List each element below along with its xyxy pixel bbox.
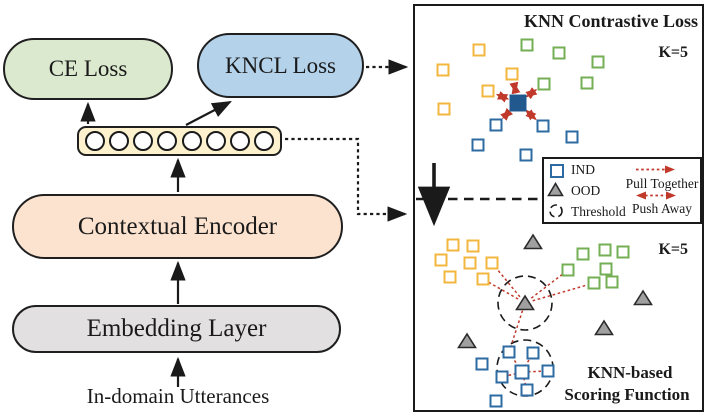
knn-based-title: KNN-based — [587, 363, 673, 382]
input-utterances-label: In-domain Utterances — [86, 384, 270, 408]
contextual-encoder-node: Contextual Encoder — [12, 194, 343, 259]
legend-box — [542, 157, 702, 224]
vector-unit-circle — [205, 131, 226, 151]
ind-label: IND — [571, 162, 595, 177]
ood-triangle-icon — [547, 182, 564, 197]
ce-loss-node: CE Loss — [3, 38, 173, 100]
ce-loss-label: CE Loss — [48, 56, 128, 81]
embedding-layer-node: Embedding Layer — [12, 305, 341, 353]
vector-unit-circle — [181, 131, 202, 151]
vector-unit-circle — [157, 131, 178, 151]
kncl-loss-node: KNCL Loss — [197, 33, 364, 98]
k-value-bottom: K=5 — [658, 241, 688, 258]
kncl-loss-label: KNCL Loss — [225, 52, 336, 78]
vector-unit-circle — [133, 131, 154, 151]
pull-together-label: Pull Together — [625, 176, 699, 191]
push-away-arrow-icon — [636, 191, 676, 200]
vector-unit-circle — [229, 131, 250, 151]
push-away-label: Push Away — [632, 201, 692, 216]
vector-unit-circle — [253, 131, 274, 151]
embedding-layer-label: Embedding Layer — [86, 315, 267, 342]
contextual-encoder-label: Contextual Encoder — [77, 212, 278, 240]
threshold-label: Threshold — [571, 204, 626, 219]
arrow-vector-to-kncl — [185, 100, 232, 126]
vector-unit-circle — [109, 131, 130, 151]
vector-unit-circle — [85, 131, 106, 151]
feature-vector-node — [77, 126, 282, 156]
pull-together-arrow-icon — [636, 165, 675, 174]
threshold-circle-icon — [549, 204, 563, 218]
ind-square-icon — [550, 164, 564, 178]
scoring-function-title: Scoring Function — [564, 385, 690, 404]
k-value-top: K=5 — [658, 44, 688, 61]
knn-contrastive-loss-title: KNN Contrastive Loss — [524, 11, 698, 31]
ood-label: OOD — [571, 183, 601, 198]
